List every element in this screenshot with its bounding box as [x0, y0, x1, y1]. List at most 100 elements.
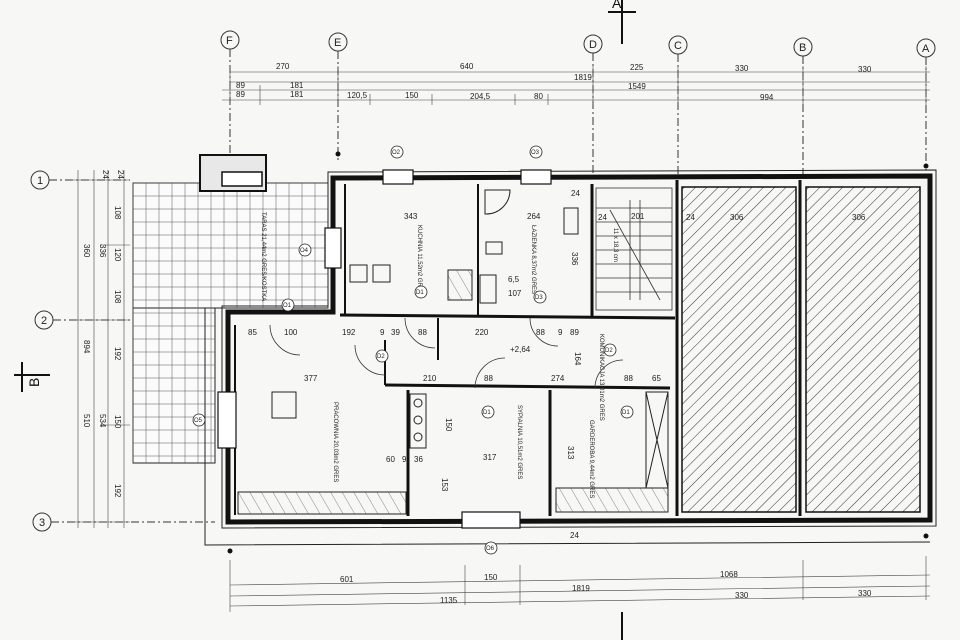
room-label-office: PRACOWNIA 20,03m2 GRES: [332, 402, 338, 482]
svg-text:88: 88: [536, 328, 545, 337]
svg-text:306: 306: [852, 213, 866, 222]
svg-text:O3: O3: [531, 150, 540, 156]
svg-text:601: 601: [340, 575, 354, 584]
svg-text:60: 60: [386, 455, 395, 464]
svg-text:89: 89: [236, 81, 245, 90]
svg-text:1: 1: [37, 175, 43, 187]
svg-text:D1: D1: [483, 410, 491, 416]
svg-text:24: 24: [116, 170, 125, 179]
svg-text:2: 2: [41, 315, 47, 327]
svg-text:F: F: [226, 35, 233, 47]
svg-text:85: 85: [248, 328, 257, 337]
svg-text:24: 24: [571, 189, 580, 198]
svg-text:108: 108: [113, 206, 122, 220]
svg-text:1549: 1549: [628, 82, 646, 91]
svg-text:O5: O5: [194, 418, 203, 424]
fixtures: [237, 189, 669, 515]
svg-text:39: 39: [391, 328, 400, 337]
svg-text:1068: 1068: [720, 570, 738, 579]
svg-text:88: 88: [418, 328, 427, 337]
svg-text:36: 36: [414, 455, 423, 464]
svg-text:313: 313: [566, 446, 575, 460]
svg-text:3: 3: [39, 517, 45, 529]
svg-text:+2,64: +2,64: [510, 345, 531, 354]
room-label-bedroom: SYPIALNIA 10,51m2 GRES: [516, 405, 522, 479]
room-label-wardrobe: GARDEROBA 9,44m2 GRES: [588, 420, 594, 498]
section-label-left: B: [26, 378, 42, 387]
garage-areas: 24 306 306: [681, 186, 921, 513]
svg-text:C: C: [674, 40, 682, 52]
svg-text:1135: 1135: [440, 596, 458, 605]
svg-text:89: 89: [236, 90, 245, 99]
svg-text:164: 164: [573, 352, 582, 366]
svg-text:181: 181: [290, 81, 304, 90]
svg-text:O2: O2: [392, 150, 401, 156]
svg-text:153: 153: [440, 478, 449, 492]
svg-text:150: 150: [484, 573, 498, 582]
svg-text:80: 80: [534, 92, 543, 101]
svg-text:204,5: 204,5: [470, 92, 491, 101]
svg-text:210: 210: [423, 374, 437, 383]
svg-text:D2: D2: [605, 348, 613, 354]
svg-text:24: 24: [598, 213, 607, 222]
svg-text:D3: D3: [535, 295, 543, 301]
svg-text:534: 534: [98, 414, 107, 428]
svg-text:330: 330: [735, 64, 749, 73]
svg-text:89: 89: [570, 328, 579, 337]
svg-text:330: 330: [858, 589, 872, 598]
windows: [217, 169, 552, 529]
opening-tags: [192, 145, 634, 555]
svg-text:181: 181: [290, 90, 304, 99]
svg-text:270: 270: [276, 62, 290, 71]
svg-text:274: 274: [551, 374, 565, 383]
section-mark-top: A: [608, 0, 636, 640]
svg-text:306: 306: [730, 213, 744, 222]
svg-text:150: 150: [444, 418, 453, 432]
svg-text:336: 336: [98, 244, 107, 258]
svg-text:330: 330: [858, 65, 872, 74]
svg-text:201: 201: [631, 212, 645, 221]
svg-text:9: 9: [558, 328, 563, 337]
svg-text:6,5: 6,5: [508, 275, 520, 284]
svg-text:360: 360: [82, 244, 91, 258]
svg-text:O4: O4: [300, 248, 309, 254]
opening-tag-labels: O2 O3 O4 O5 O6 O1 D1 D2 D3 D1 D1 D2: [194, 150, 630, 552]
column-axis-labels: F E D C B A: [226, 35, 930, 55]
svg-text:120: 120: [113, 248, 122, 262]
svg-text:107: 107: [508, 289, 522, 298]
svg-text:24: 24: [686, 213, 695, 222]
svg-text:336: 336: [570, 252, 579, 266]
svg-text:120,5: 120,5: [347, 91, 368, 100]
room-label-bath: ŁAZIENKA 8,37m2 GRES: [530, 225, 536, 294]
svg-text:1819: 1819: [574, 73, 592, 82]
bottom-dimension-lines: [229, 556, 931, 612]
top-dimension-values: 270 640 225 330 330 1819 89 181 1549 89 …: [236, 62, 872, 102]
bottom-dimension-values: 601 150 1068 1819 1135 330 330: [340, 570, 872, 605]
svg-text:225: 225: [630, 63, 644, 72]
svg-text:510: 510: [82, 414, 91, 428]
svg-text:88: 88: [484, 374, 493, 383]
svg-text:192: 192: [342, 328, 356, 337]
room-labels: KUCHNIA 11,52m2 GRES ŁAZIENKA 8,37m2 GRE…: [332, 225, 604, 498]
svg-text:B: B: [799, 42, 806, 54]
svg-text:D2: D2: [377, 354, 385, 360]
svg-text:9: 9: [380, 328, 385, 337]
door-swings: [269, 317, 624, 389]
svg-text:192: 192: [113, 347, 122, 361]
svg-text:O1: O1: [283, 303, 292, 309]
svg-text:11 x 18,3 cm: 11 x 18,3 cm: [612, 228, 618, 262]
svg-text:343: 343: [404, 212, 418, 221]
staircase: [595, 187, 673, 311]
room-label-hall: KOMUNIKACJA 13,01m2 GRES: [598, 334, 604, 421]
svg-text:330: 330: [735, 591, 749, 600]
svg-text:150: 150: [113, 415, 122, 429]
svg-text:88: 88: [624, 374, 633, 383]
svg-text:9: 9: [402, 455, 407, 464]
svg-text:894: 894: [82, 340, 91, 354]
room-label-kitchen: KUCHNIA 11,52m2 GRES: [416, 225, 422, 295]
column-markers: [227, 151, 929, 554]
svg-text:100: 100: [284, 328, 298, 337]
row-axis-labels: 1 2 3: [37, 175, 47, 529]
walls: [204, 169, 937, 546]
